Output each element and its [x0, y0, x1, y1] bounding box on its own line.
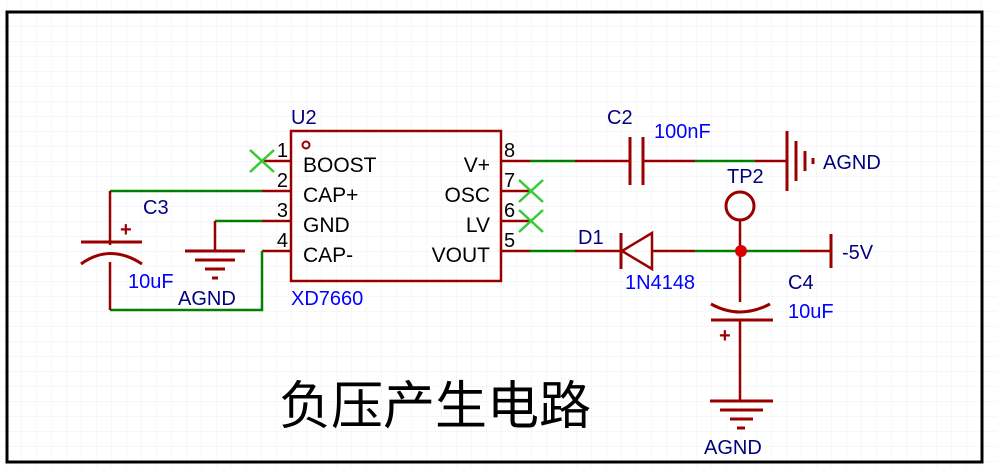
- pin-number: 8: [504, 140, 515, 162]
- pin-number: 1: [277, 140, 288, 162]
- agnd-left-symbol[interactable]: AGND: [178, 249, 245, 310]
- agnd-label: AGND: [704, 437, 762, 459]
- net-port-neg5v[interactable]: -5V: [829, 234, 874, 268]
- c3-designator: C3: [143, 197, 169, 219]
- no-connect-icon: [249, 149, 275, 173]
- pin-number: 5: [504, 230, 515, 252]
- d1-designator: D1: [578, 227, 604, 249]
- tp2-designator: TP2: [727, 166, 764, 188]
- c2-designator: C2: [607, 107, 633, 129]
- c3-value: 10uF: [128, 271, 174, 293]
- wire: [110, 251, 264, 312]
- polarity-plus-icon: +: [120, 219, 132, 241]
- neg5v-label: -5V: [842, 242, 874, 264]
- diode-anode: [619, 230, 654, 272]
- pin1-marker: [301, 140, 311, 150]
- pin-name: LV: [466, 214, 490, 237]
- pin-number: 2: [277, 170, 288, 192]
- c4-value: 10uF: [788, 301, 834, 323]
- pin-name: CAP-: [303, 244, 353, 267]
- sheet-border: [5, 10, 984, 464]
- agnd-label: AGND: [178, 288, 236, 310]
- no-connect-icon: [518, 179, 544, 203]
- ic-u2[interactable]: U2 XD7660 1 2 3 4 BOOST CAP+ GND CAP- 8 …: [262, 107, 530, 310]
- diode-d1[interactable]: D1 1N4148: [578, 227, 695, 294]
- agnd-bottom-symbol[interactable]: AGND: [704, 399, 773, 459]
- c2-value: 100nF: [654, 121, 711, 143]
- pin-name: BOOST: [303, 154, 377, 177]
- no-connect-markers: [249, 149, 544, 233]
- pin-name: OSC: [444, 184, 490, 207]
- cap-curved-plate: [80, 252, 143, 266]
- cap-curved-plate: [710, 302, 771, 314]
- component-leads: [108, 159, 830, 400]
- wires: [110, 159, 800, 312]
- capacitor-c4[interactable]: + C4 10uF: [710, 272, 834, 347]
- test-point-tp2[interactable]: TP2: [724, 166, 764, 222]
- pin-number: 3: [277, 200, 288, 222]
- pin-number: 4: [277, 230, 288, 252]
- pin-number: 6: [504, 200, 515, 222]
- agnd-label: AGND: [823, 152, 881, 174]
- agnd-top-symbol[interactable]: AGND: [785, 131, 881, 191]
- ic-body: [289, 129, 503, 283]
- capacitor-c2[interactable]: C2 100nF: [607, 107, 711, 185]
- capacitor-c3[interactable]: + C3 10uF: [80, 197, 174, 293]
- pin-number: 7: [504, 170, 515, 192]
- d1-value: 1N4148: [625, 272, 695, 294]
- no-connect-icon: [518, 209, 544, 233]
- pin-name: CAP+: [303, 184, 358, 207]
- test-point-circle: [724, 190, 756, 222]
- sheet-title: 负压产生电路: [279, 377, 591, 437]
- ic-designator: U2: [291, 107, 317, 129]
- junction-dot: [735, 245, 747, 257]
- pin-name: VOUT: [432, 244, 491, 267]
- pin-name: GND: [303, 214, 350, 237]
- c4-designator: C4: [788, 272, 814, 294]
- ic-part-number: XD7660: [291, 288, 363, 310]
- polarity-plus-icon: +: [719, 325, 731, 347]
- pin-name: V+: [464, 154, 490, 177]
